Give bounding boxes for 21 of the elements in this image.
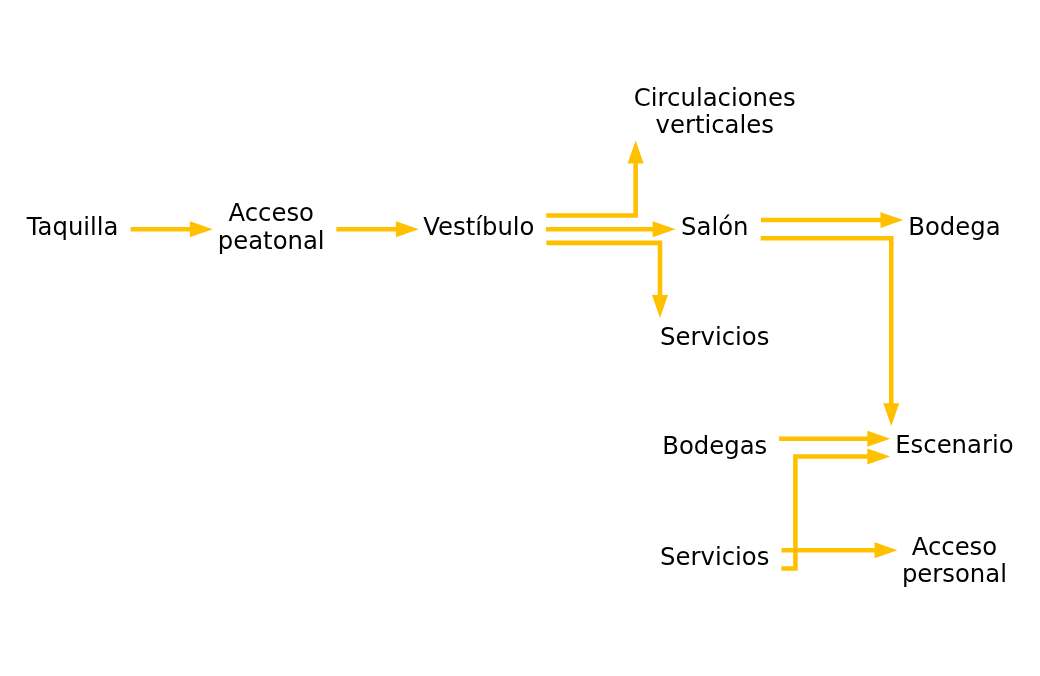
arrow (781, 448, 891, 571)
arrow (546, 240, 668, 318)
node-text: Servicios (660, 321, 770, 351)
node-text: Bodegas (662, 431, 768, 461)
node-text: Vestíbulo (423, 211, 535, 241)
node-text: Servicios (660, 542, 770, 572)
arrow (779, 430, 891, 447)
arrow (761, 212, 904, 229)
node-text: Salón (681, 211, 749, 241)
node-text: Bodega (908, 211, 1001, 241)
node-text: Acceso peatonal (217, 198, 325, 255)
arrow (781, 542, 898, 559)
node-text: Acceso personal (901, 531, 1007, 588)
arrow (545, 221, 676, 238)
arrow (760, 236, 900, 427)
arrow (336, 221, 419, 238)
arrow (546, 140, 644, 218)
node-text: Escenario (895, 429, 1014, 459)
arrow (130, 221, 213, 238)
node-text: Circulaciones verticales (633, 82, 796, 140)
node-text: Taquilla (26, 211, 119, 241)
